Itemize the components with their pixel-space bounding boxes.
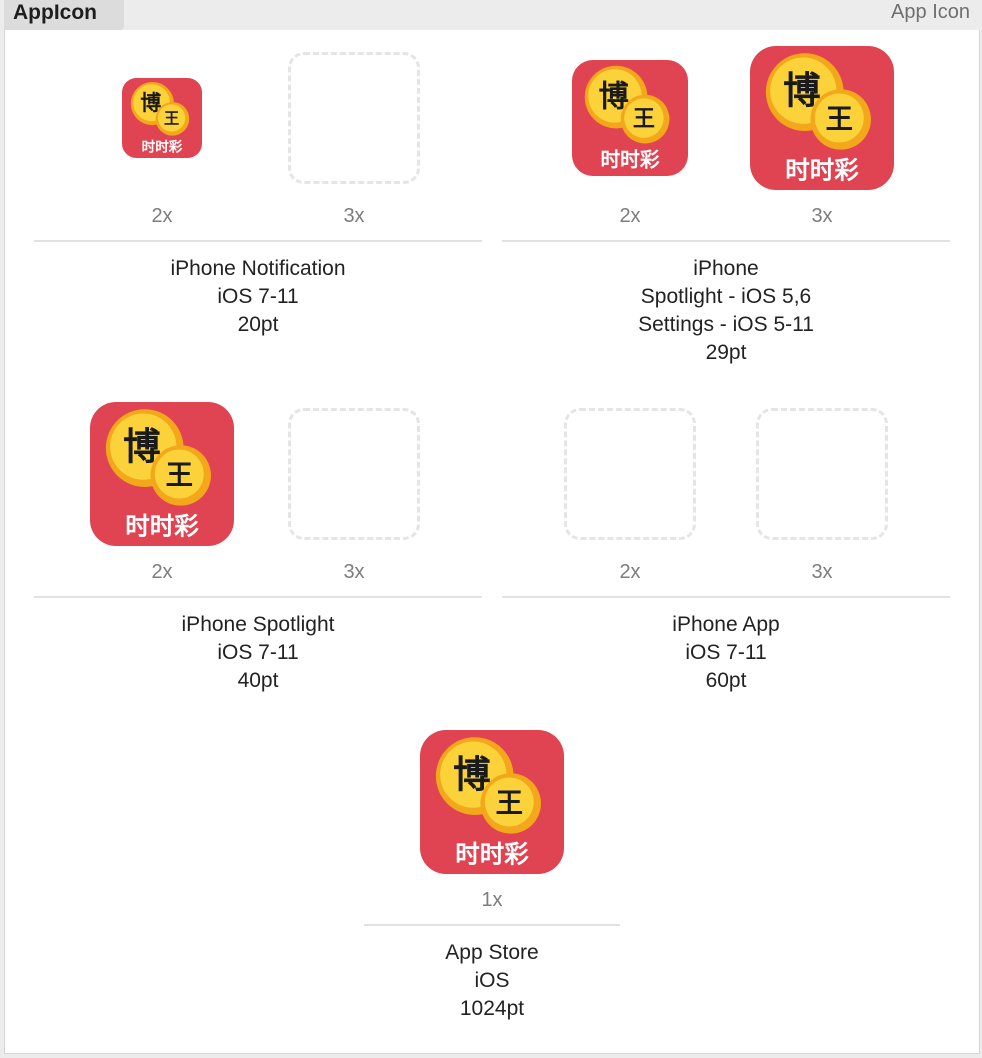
caption-device: iPhone Spotlight: [181, 613, 335, 636]
caption-os: iOS 7-11: [217, 641, 299, 664]
scale-label-spotlight-3x: 3x: [343, 561, 365, 583]
icon-char-coin: 王: [826, 103, 853, 135]
coin-small: [624, 98, 664, 138]
coin-small: [158, 104, 186, 132]
icon-char-top: 博: [123, 425, 160, 469]
icon-bottom-text: 时时彩: [455, 839, 529, 868]
scale-label-notification-3x: 3x: [343, 205, 365, 227]
icon-char-coin: 王: [633, 106, 655, 132]
caption-size: 1024pt: [459, 997, 525, 1020]
caption-size: 40pt: [237, 669, 279, 692]
caption-spotlight: iPhone Spotlight iOS 7-11 40pt: [34, 611, 482, 695]
caption-appstore: App Store iOS 1024pt: [364, 939, 620, 1023]
icon-slot-spotlight-2x[interactable]: 博王时时彩: [90, 402, 234, 546]
caption-device: iPhone: [693, 257, 759, 280]
icon-char-coin: 王: [164, 110, 179, 128]
icon-bottom-text: 时时彩: [142, 139, 183, 156]
scale-label-appstore-1x: 1x: [481, 889, 503, 911]
coin-small: [484, 777, 534, 827]
caption-os: iOS 7-11: [685, 641, 767, 664]
empty-slot-spotlight-3x[interactable]: [288, 408, 420, 540]
scale-label-settings-3x: 3x: [811, 205, 833, 227]
caption-app: iPhone App iOS 7-11 60pt: [502, 611, 950, 695]
caption-notification: iPhone Notification iOS 7-11 20pt: [34, 255, 482, 339]
icon-bottom-text: 时时彩: [125, 511, 199, 540]
scale-label-settings-2x: 2x: [619, 205, 641, 227]
caption-device: iPhone App: [672, 613, 780, 636]
group-divider: [502, 596, 950, 598]
caption-os: iOS 7-11: [217, 285, 299, 308]
icon-bottom-text: 时时彩: [785, 155, 859, 184]
scale-label-app-3x: 3x: [811, 561, 833, 583]
empty-slot-app-3x[interactable]: [756, 408, 888, 540]
coin-small: [814, 93, 864, 143]
caption-device: iPhone Notification: [170, 257, 346, 280]
icon-char-top: 博: [783, 69, 820, 113]
scale-label-notification-2x: 2x: [151, 205, 173, 227]
caption-size: 29pt: [705, 341, 747, 364]
icon-slot-settings-2x[interactable]: 博王时时彩: [572, 60, 688, 176]
icon-bottom-text: 时时彩: [600, 149, 659, 172]
caption-device: App Store: [445, 941, 539, 964]
asset-set-type: App Icon: [891, 1, 970, 23]
empty-slot-app-2x[interactable]: [564, 408, 696, 540]
icon-char-top: 博: [599, 79, 629, 114]
caption-size: 20pt: [237, 313, 279, 336]
icon-char-top: 博: [453, 753, 490, 797]
caption-size: 60pt: [705, 669, 747, 692]
group-divider: [364, 924, 620, 926]
caption-settings-os: Settings - iOS 5-11: [638, 313, 814, 336]
group-divider: [34, 240, 482, 242]
icon-slot-notification-2x[interactable]: 博王时时彩: [122, 78, 202, 158]
asset-set-title: AppIcon: [4, 0, 124, 30]
coin-small: [154, 449, 204, 499]
scale-label-spotlight-2x: 2x: [151, 561, 173, 583]
caption-settings: iPhone Spotlight - iOS 5,6 Settings - iO…: [502, 255, 950, 367]
group-divider: [502, 240, 950, 242]
empty-slot-notification-3x[interactable]: [288, 52, 420, 184]
group-divider: [34, 596, 482, 598]
icon-slot-settings-3x[interactable]: 博王时时彩: [750, 46, 894, 190]
icon-char-coin: 王: [166, 459, 193, 491]
caption-os: iOS: [474, 969, 510, 992]
icon-char-top: 博: [140, 90, 161, 115]
scale-label-app-2x: 2x: [619, 561, 641, 583]
icon-char-coin: 王: [496, 787, 523, 819]
caption-spotlight: Spotlight - iOS 5,6: [640, 285, 812, 308]
icon-slot-appstore-1x[interactable]: 博王时时彩: [420, 730, 564, 874]
